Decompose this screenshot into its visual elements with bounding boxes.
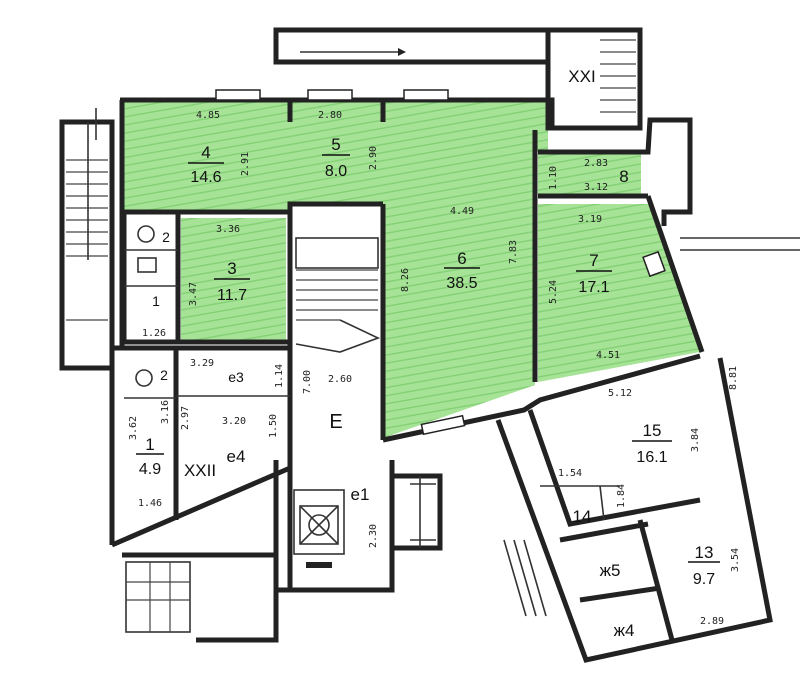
room-4-area: 14.6 [190,169,221,186]
room-1a-number: 1 [152,293,160,309]
dim-1-14: 1.14 [274,364,285,388]
room-labels: 4 14.6 5 8.0 6 38.5 7 17.1 3 11.7 8 2 1 … [136,67,720,640]
dim-1-54: 1.54 [558,468,582,479]
room-14-number: 14 [573,507,592,526]
dim-4-85: 4.85 [196,110,220,121]
dim-3-84: 3.84 [690,428,701,452]
dim-2-30: 2.30 [368,524,379,548]
dim-1-84: 1.84 [616,484,627,508]
dim-3-20: 3.20 [222,416,246,427]
room-5-number: 5 [331,135,340,154]
dim-5-24: 5.24 [548,280,559,304]
room-8-fill [538,154,641,196]
room-4-5-6-fill [124,102,548,438]
room-zh4-number: ж4 [614,621,635,640]
room-e1-number: e1 [351,485,370,504]
dim-3-36: 3.36 [216,224,240,235]
dim-2-90: 2.90 [368,146,379,170]
dim-3-19: 3.19 [578,214,602,225]
room-15-number: 15 [643,421,662,440]
dim-7-83: 7.83 [508,240,519,264]
dim-3-16: 3.16 [160,400,171,424]
room-3-fill [181,218,286,342]
dim-4-49: 4.49 [450,206,474,217]
room-6-area: 38.5 [446,275,477,292]
room-13-area: 9.7 [693,571,715,588]
dim-2-97: 2.97 [180,406,191,430]
room-1-area: 4.9 [139,461,161,478]
dim-3-54: 3.54 [730,548,741,572]
room-4-number: 4 [201,143,210,162]
dim-5-12: 5.12 [608,388,632,399]
room-8-number: 8 [619,167,628,186]
dim-3-29: 3.29 [190,358,214,369]
highlighted-rooms [124,102,700,438]
room-6-number: 6 [457,249,466,268]
roman-xxii-label: XXII [184,461,216,480]
dim-8-26: 8.26 [400,268,411,292]
room-3-number: 3 [227,259,236,278]
room-3-area: 11.7 [217,287,247,304]
dim-3-47: 3.47 [188,282,199,306]
dim-2-91: 2.91 [240,152,251,176]
dim-2-83: 2.83 [584,158,608,169]
walls [59,27,800,663]
dim-1-26: 1.26 [142,328,166,339]
dim-8-81: 8.81 [728,366,739,390]
room-13-number: 13 [695,543,714,562]
room-e4-number: e4 [227,447,246,466]
corridor-E-label: E [329,411,342,433]
dim-4-51: 4.51 [596,350,620,361]
room-e3-number: e3 [228,369,244,385]
dim-1-50: 1.50 [268,414,279,438]
dimension-labels: 4.85 2.80 2.91 2.90 2.83 1.10 3.12 3.19 … [128,110,741,627]
room-7-area: 17.1 [578,279,609,296]
room-5-area: 8.0 [325,163,347,180]
dim-3-62: 3.62 [128,416,139,440]
dim-2-80: 2.80 [318,110,342,121]
dim-1-46: 1.46 [138,498,162,509]
dim-7-00: 7.00 [302,370,313,394]
room-zh5-number: ж5 [600,561,621,580]
room-2-number: 2 [162,229,170,245]
dim-2-89: 2.89 [700,616,724,627]
dim-2-60: 2.60 [328,374,352,385]
room-2b-number: 2 [160,367,168,383]
room-7-number: 7 [589,251,598,270]
dim-3-12: 3.12 [584,182,608,193]
roman-xxi-label: XXI [568,67,595,86]
room-15-area: 16.1 [636,449,667,466]
room-1-number: 1 [145,435,154,454]
dim-1-10: 1.10 [548,166,559,190]
room-7-fill [538,204,700,382]
